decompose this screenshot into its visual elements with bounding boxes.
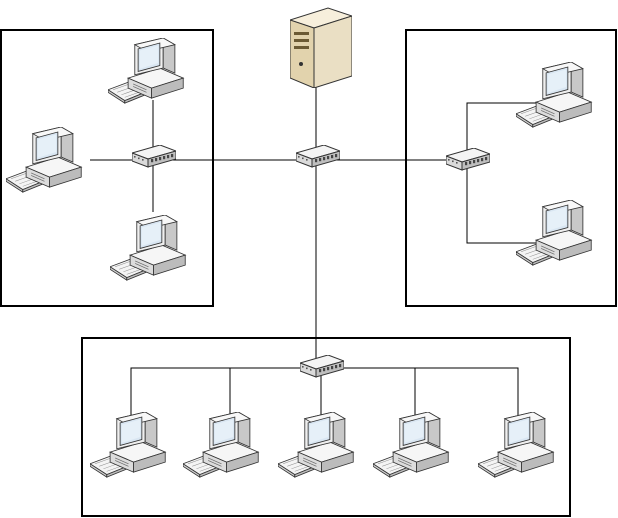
- link-switch-bottom-to-pc-bottom-1: [130, 367, 321, 418]
- pc-left-mid-computer-icon: [6, 127, 82, 193]
- switch-left-switch-icon: [132, 145, 176, 168]
- left-group-boundary: [0, 29, 214, 307]
- right-group-boundary: [405, 29, 617, 307]
- link-switch-right-to-pc-right-bottom: [466, 160, 543, 244]
- pc-left-bottom-computer-icon: [110, 215, 186, 281]
- server-server-icon: [290, 7, 352, 88]
- pc-bottom-5-computer-icon: [478, 412, 554, 478]
- pc-right-top-computer-icon: [516, 62, 592, 128]
- switch-bottom-switch-icon: [300, 355, 344, 378]
- switch-core-switch-icon: [296, 145, 340, 168]
- link-switch-right-to-pc-right-top: [466, 102, 543, 160]
- pc-bottom-1-computer-icon: [90, 412, 166, 478]
- switch-right-switch-icon: [446, 148, 490, 171]
- bottom-group-boundary: [81, 337, 571, 517]
- link-switch-bottom-to-pc-bottom-5: [321, 367, 519, 418]
- pc-bottom-4-computer-icon: [373, 412, 449, 478]
- pc-right-bottom-computer-icon: [516, 200, 592, 266]
- pc-left-top-computer-icon: [108, 38, 184, 104]
- pc-bottom-2-computer-icon: [183, 412, 259, 478]
- pc-bottom-3-computer-icon: [278, 412, 354, 478]
